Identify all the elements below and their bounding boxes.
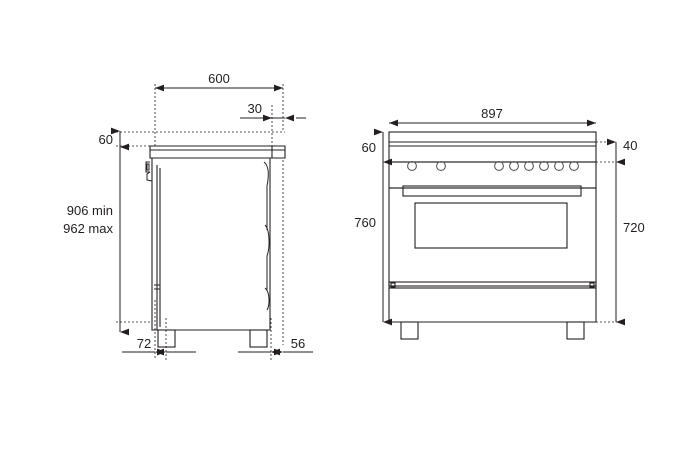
dim-depth-600: 600 (155, 71, 283, 92)
control-knob[interactable] (494, 161, 504, 171)
oven-door-handle[interactable] (402, 185, 582, 197)
dim-body-760-label: 760 (354, 215, 376, 230)
control-knob[interactable] (554, 161, 564, 171)
dim-backguard-40-label: 40 (623, 138, 637, 153)
side-view-cooktop (149, 145, 286, 159)
side-view-feet (157, 329, 268, 348)
control-knob[interactable] (539, 161, 549, 171)
dim-foot-rear-56: 56 (238, 336, 313, 356)
dim-width-897-label: 897 (481, 106, 503, 121)
dim-foot-front-72-label: 72 (137, 336, 151, 351)
dim-foot-front-72: 72 (122, 336, 196, 356)
dim-overall-height: 906 min 962 max (63, 147, 129, 336)
front-view-oven-door (388, 185, 597, 287)
dim-depth-600-label: 600 (208, 71, 230, 86)
dim-overhang-30: 30 (240, 101, 306, 122)
dim-panel-60-label: 60 (362, 140, 376, 155)
control-knob[interactable] (436, 161, 446, 171)
side-view-door-break (154, 284, 160, 290)
dim-height-720-label: 720 (623, 220, 645, 235)
control-knob[interactable] (524, 161, 534, 171)
dim-panel-60: 60 (362, 128, 392, 166)
control-knob-group-right (494, 161, 579, 171)
dim-height-max-label: 962 max (63, 221, 113, 236)
front-view-group: 897 60 760 40 720 (354, 106, 645, 340)
dim-backguard-40: 40 (607, 138, 637, 166)
dim-overhang-30-label: 30 (248, 101, 262, 116)
front-view-plinth (388, 288, 597, 323)
dim-body-760: 760 (354, 162, 392, 326)
control-knob[interactable] (509, 161, 519, 171)
side-view-door-handle (263, 161, 270, 311)
dim-height-720: 720 (615, 162, 645, 326)
dim-height-min-label: 906 min (67, 203, 113, 218)
control-knob[interactable] (569, 161, 579, 171)
front-view-lower-trim (388, 281, 597, 289)
side-view-body (151, 158, 271, 331)
side-view-rear-bracket (145, 161, 153, 182)
side-view-group: 600 30 60 906 min 962 max 72 (63, 71, 313, 360)
oven-door-window (414, 202, 568, 249)
dim-width-897: 897 (389, 106, 596, 127)
front-view-feet (400, 321, 585, 340)
dim-worktop-60: 60 (99, 127, 129, 151)
control-knob-group-left (407, 161, 446, 171)
dim-foot-rear-56-label: 56 (291, 336, 305, 351)
dim-worktop-60-label: 60 (99, 132, 113, 147)
control-knob[interactable] (407, 161, 417, 171)
